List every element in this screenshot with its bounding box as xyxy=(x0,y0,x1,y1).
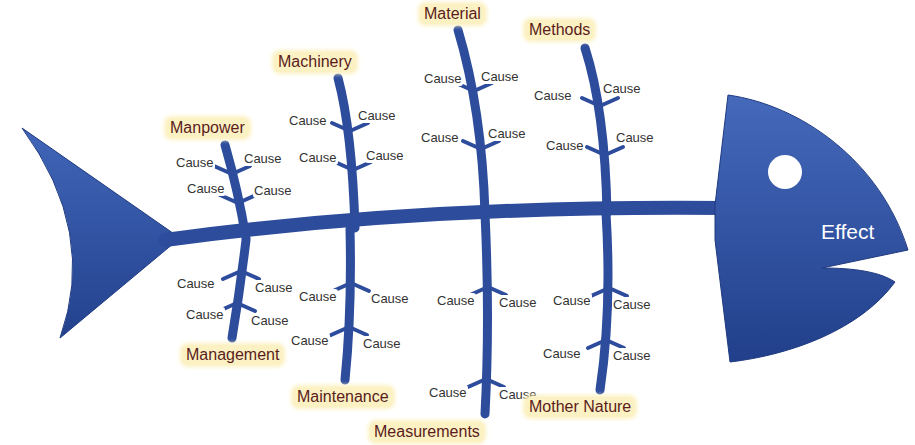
cause-label: Cause xyxy=(533,88,573,103)
cause-label: Cause xyxy=(370,291,410,306)
cause-label: Cause xyxy=(436,293,476,308)
cause-label: Cause xyxy=(423,71,463,86)
bone xyxy=(585,48,607,213)
bone-fins xyxy=(214,83,627,387)
cause-label: Cause xyxy=(362,336,402,351)
cause-label: Cause xyxy=(176,276,216,291)
cause-label: Cause xyxy=(480,69,520,84)
cause-label: Cause xyxy=(253,183,293,198)
cause-label: Cause xyxy=(288,113,328,128)
category-label: Material xyxy=(420,4,485,24)
cause-label: Cause xyxy=(498,295,538,310)
cause-label: Cause xyxy=(254,280,294,295)
fish-eye xyxy=(768,155,802,189)
cause-label: Cause xyxy=(615,130,655,145)
category-label: Mother Nature xyxy=(525,397,635,417)
cause-label: Cause xyxy=(420,130,460,145)
cause-label: Cause xyxy=(365,148,405,163)
cause-label: Cause xyxy=(357,108,397,123)
effect-text: Effect xyxy=(821,220,874,244)
category-label: Maintenance xyxy=(293,387,393,407)
cause-label: Cause xyxy=(612,297,652,312)
cause-label: Cause xyxy=(175,155,215,170)
cause-label: Cause xyxy=(487,126,527,141)
cause-label: Cause xyxy=(243,151,283,166)
category-label: Management xyxy=(182,345,283,365)
category-label: Methods xyxy=(525,20,594,40)
cause-label: Cause xyxy=(552,293,592,308)
bone xyxy=(232,240,246,338)
cause-label: Cause xyxy=(290,333,330,348)
cause-label: Cause xyxy=(542,346,582,361)
bone xyxy=(338,78,355,228)
cause-label: Cause xyxy=(298,289,338,304)
cause-label: Cause xyxy=(298,150,338,165)
category-label: Measurements xyxy=(370,422,484,442)
fish-head: Effect xyxy=(700,88,915,368)
bone xyxy=(458,30,485,214)
cause-label: Cause xyxy=(428,385,468,400)
bone xyxy=(485,214,488,414)
cause-label: Cause xyxy=(602,81,642,96)
bone xyxy=(345,229,350,380)
cause-label: Cause xyxy=(186,181,226,196)
cause-label: Cause xyxy=(250,313,290,328)
fish-head-outline xyxy=(700,88,915,368)
bone xyxy=(600,213,608,390)
fish-tail xyxy=(22,128,180,338)
cause-label: Cause xyxy=(185,307,225,322)
category-label: Machinery xyxy=(274,52,356,72)
category-label: Manpower xyxy=(166,118,249,138)
cause-label: Cause xyxy=(612,348,652,363)
head-shape xyxy=(715,95,908,362)
cause-label: Cause xyxy=(545,138,585,153)
